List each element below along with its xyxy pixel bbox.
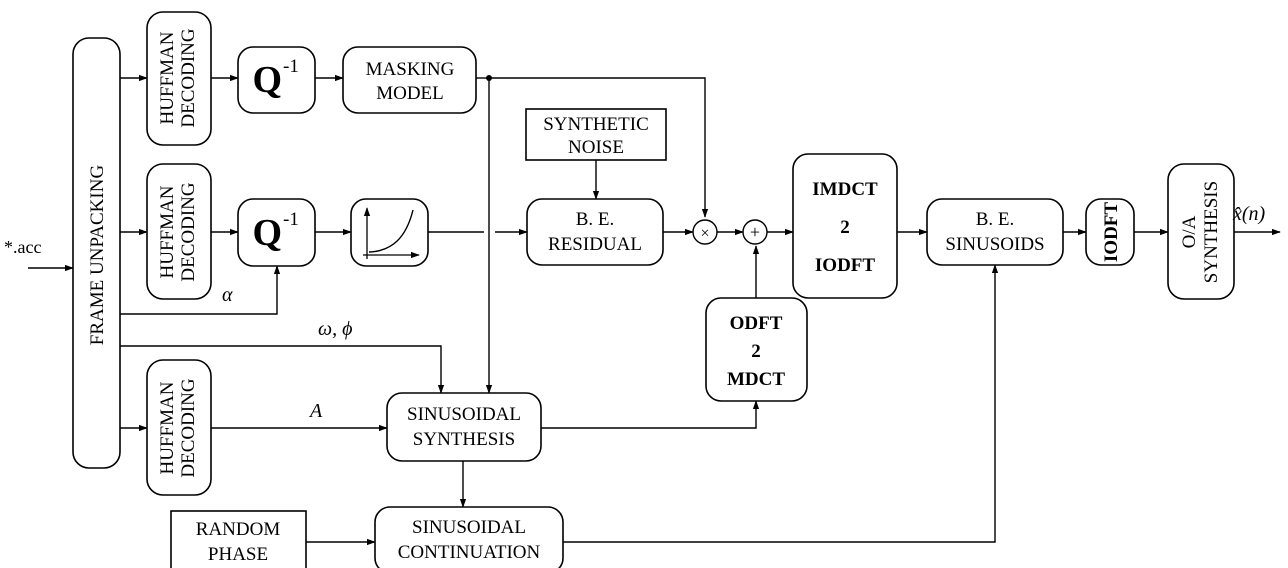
masking-model-line2: MODEL (376, 83, 444, 104)
wire-masking-multiply (489, 77, 709, 218)
odft-line3: MDCT (727, 369, 785, 390)
huffman-1-line1: HUFFMAN (157, 31, 178, 124)
synthetic-noise-line1: SYNTHETIC (543, 114, 649, 135)
adder-node: + (742, 219, 768, 245)
iodft-label: IODFT (1101, 202, 1122, 263)
huffman-decoding-1: HUFFMAN DECODING (146, 11, 212, 146)
inverse-quantizer-1: Q -1 (237, 46, 316, 114)
masking-model-block: MASKING MODEL (342, 46, 477, 114)
frame-unpacking-block: FRAME UNPACKING (72, 37, 121, 469)
be-residual-block: B. E. RESIDUAL (526, 198, 664, 266)
sinusoidal-synthesis-block: SINUSOIDAL SYNTHESIS (386, 392, 542, 462)
alpha-label: α (222, 284, 233, 306)
inverse-quantizer-2: Q -1 (237, 198, 316, 267)
q2-sup: -1 (283, 209, 299, 230)
huffman-2-line1: HUFFMAN (157, 185, 178, 278)
be-sinusoids-line1: B. E. (976, 209, 1015, 230)
be-sinusoids-line2: SINUSOIDS (945, 234, 1044, 255)
huffman-3-line2: DECODING (178, 378, 199, 477)
sinusoidal-continuation-line2: CONTINUATION (398, 542, 541, 563)
add-symbol: + (750, 222, 760, 242)
multiply-node: × (692, 219, 718, 245)
multiply-symbol: × (700, 225, 709, 242)
imdct-to-iodft-block: IMDCT 2 IODFT (792, 153, 898, 299)
masking-model-line1: MASKING (366, 59, 455, 80)
amplitude-label: A (308, 400, 323, 422)
oa-synthesis-line1: O/A (1179, 215, 1200, 248)
curve-graph-icon (363, 207, 420, 259)
q1-sup: -1 (283, 56, 299, 77)
oa-synthesis-line2: SYNTHESIS (1201, 181, 1222, 283)
input-label: *.acc (4, 237, 41, 257)
output-label: x̂(n) (1232, 203, 1266, 225)
wire-alpha (120, 265, 281, 315)
q2-main: Q (252, 212, 282, 254)
imdct-line3: IODFT (815, 255, 876, 276)
random-phase-line2: PHASE (208, 544, 268, 565)
wire-omega-phi (120, 345, 445, 394)
frame-unpacking-label: FRAME UNPACKING (87, 165, 108, 346)
synthetic-noise-block: SYNTHETIC NOISE (525, 108, 667, 161)
be-residual-line2: RESIDUAL (548, 234, 642, 255)
imdct-line2: 2 (840, 217, 850, 238)
omega-phi-label: ω, ϕ (318, 318, 352, 340)
sinusoidal-continuation-block: SINUSOIDAL CONTINUATION (374, 506, 564, 568)
random-phase-line1: RANDOM (196, 519, 281, 540)
sinusoidal-continuation-line1: SINUSOIDAL (412, 517, 526, 538)
sinusoidal-synthesis-line2: SYNTHESIS (413, 429, 515, 450)
iodft-block: IODFT (1085, 198, 1135, 266)
wire-continuation-besin (563, 264, 999, 543)
huffman-3-line1: HUFFMAN (157, 381, 178, 474)
random-phase-block: RANDOM PHASE (170, 510, 307, 568)
be-sinusoids-block: B. E. SINUSOIDS (926, 198, 1064, 266)
connections (28, 74, 1281, 546)
odft-to-mdct-block: ODFT 2 MDCT (705, 297, 808, 402)
huffman-1-line2: DECODING (178, 28, 199, 127)
odft-line1: ODFT (730, 313, 783, 334)
huffman-decoding-2: HUFFMAN DECODING (146, 163, 212, 300)
sinusoidal-synthesis-line1: SINUSOIDAL (407, 404, 521, 425)
huffman-decoding-3: HUFFMAN DECODING (146, 359, 212, 496)
imdct-line1: IMDCT (812, 179, 878, 200)
be-residual-line1: B. E. (576, 209, 615, 230)
exponential-curve-block (350, 198, 429, 267)
odft-line2: 2 (751, 341, 761, 362)
oa-synthesis-block: O/A SYNTHESIS (1167, 163, 1235, 300)
huffman-2-line2: DECODING (178, 182, 199, 281)
wire-sinsynth-odft (541, 400, 760, 429)
synthetic-noise-line2: NOISE (568, 137, 624, 158)
q1-main: Q (252, 59, 282, 101)
